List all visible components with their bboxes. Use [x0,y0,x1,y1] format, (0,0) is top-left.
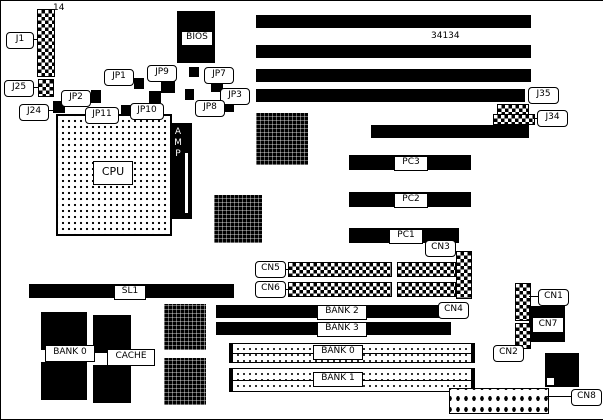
j25-connector [38,79,54,97]
jp7-jumper-block [211,83,223,92]
board-part-number: 34134 [431,31,460,41]
jp2-label: JP2 [61,90,91,107]
jp11-label: JP11 [85,107,119,124]
bios-label: BIOS [181,31,213,46]
isa-slot-4 [256,89,525,102]
leader-line [32,39,37,40]
isa-slot-2 [256,45,531,58]
jp8-label: JP8 [195,100,225,117]
pin14-text: 14 [53,3,65,13]
leader-line [529,296,538,297]
simm-bank1-label: BANK 1 [313,372,363,387]
jp3-label: JP3 [220,88,250,105]
isa-slot-5 [371,125,529,138]
cn4-label: CN4 [438,302,469,319]
j35-connector [497,104,529,116]
jp11-jumper-block [121,105,131,114]
cache-label: CACHE [107,349,155,366]
leader-line [284,289,288,290]
cn8-connector [449,388,549,414]
j34-label: J34 [537,110,568,127]
sram-chip-3 [41,362,87,400]
cn5-connector-segment [397,262,456,277]
keyboard-connector-notch [547,378,554,385]
jp8-jumper-block [185,89,194,100]
jp9-jumper-block [161,79,175,93]
pc3-label: PC3 [394,156,428,171]
simm-bank0-label: BANK 0 [313,345,363,360]
pc1-label: PC1 [389,229,423,244]
cn7-label: CN7 [532,317,564,333]
cn3-connector [456,251,472,299]
qfp-chip-1 [256,113,308,165]
jp2-jumper-block [91,90,101,103]
cn6-connector [288,282,392,297]
amp-label: AMP [173,127,183,160]
leader-line [533,118,537,119]
jp7-label: JP7 [204,67,234,84]
sram-chip-1 [41,312,87,350]
jp1-label: JP1 [104,69,134,86]
sl1-label: SL1 [114,285,146,300]
cn1-connector [515,283,531,321]
cn8-label: CN8 [571,389,602,406]
sram-chip-2 [93,315,131,353]
qfp-chip-2 [214,195,262,243]
jp1-jumper-block [134,78,144,89]
leader-line [47,110,53,111]
j25-label: J25 [4,80,34,97]
j34-connector [493,114,535,125]
simm-bank3-label: BANK 3 [317,322,367,337]
jp10-label: JP10 [130,103,164,120]
amp-stripe [185,153,188,213]
cn2-label: CN2 [493,345,524,362]
cn2-connector [515,323,531,349]
cn5-label: CN5 [255,261,286,278]
j35-label: J35 [528,87,559,104]
jumper-block [189,67,199,77]
cn3-label: CN3 [425,240,456,257]
isa-slot-1 [256,15,531,28]
pc2-label: PC2 [394,193,428,208]
jp10-jumper-block [149,91,161,103]
j1-connector [37,9,55,77]
cn5-connector [288,262,392,277]
jp9-label: JP9 [147,65,177,82]
cpu-label: CPU [93,161,133,185]
cn6-label: CN6 [255,281,286,298]
isa-slot-3 [256,69,531,82]
jp3-jumper-block [225,103,234,112]
j1-label: J1 [6,32,34,49]
chip-block-2 [164,358,206,405]
leader-line [32,87,38,88]
j24-label: J24 [19,104,49,121]
leader-line [547,396,571,397]
sram-chip-4 [93,365,131,403]
chip-block-1 [164,304,206,350]
sram-bank0-label: BANK 0 [45,345,95,362]
cn1-label: CN1 [538,289,569,306]
simm-bank2-label: BANK 2 [317,305,367,320]
cn6-connector-segment [397,282,456,297]
leader-line [284,269,288,270]
